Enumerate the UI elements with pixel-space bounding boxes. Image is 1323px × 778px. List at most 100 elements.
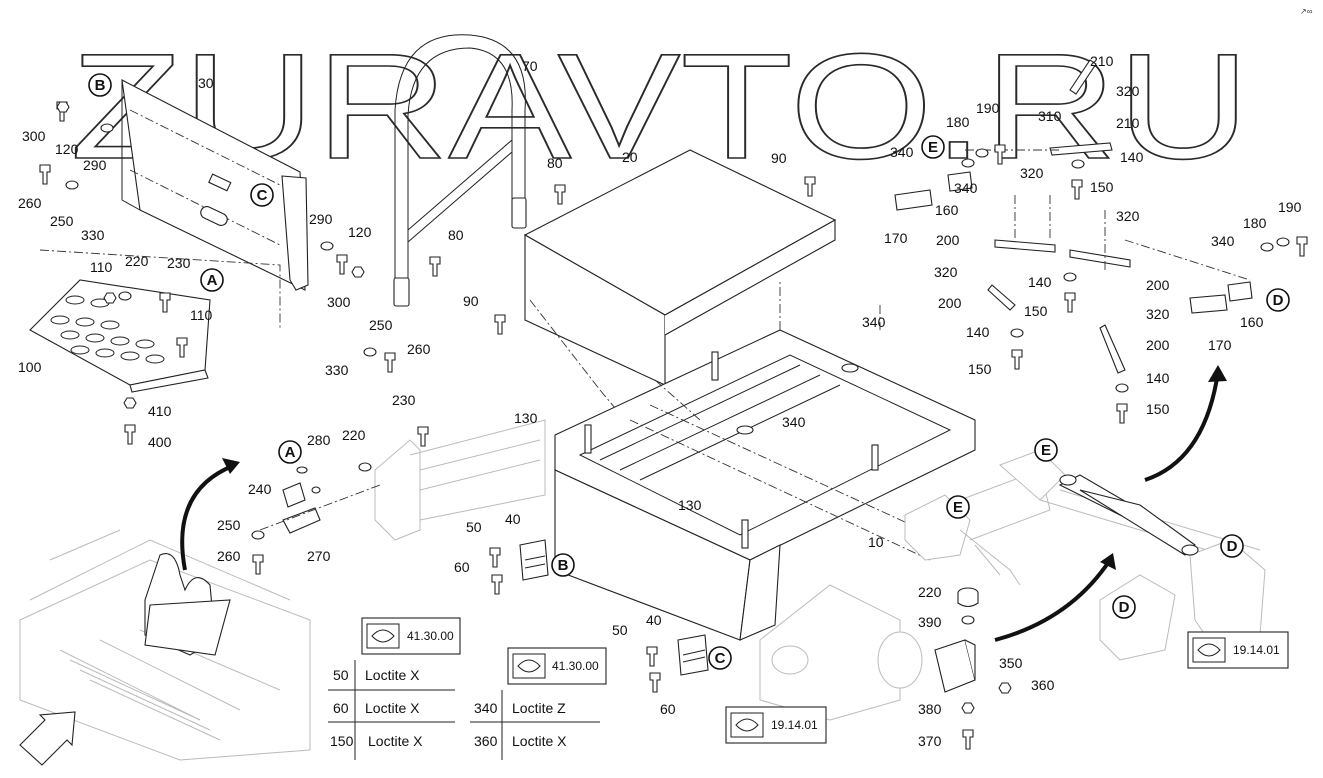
callout-140a: 140: [1120, 149, 1144, 165]
washer-icon: [251, 530, 265, 540]
callout-150c: 150: [968, 361, 992, 377]
callout-120a: 120: [55, 141, 79, 157]
reference-box-1[interactable]: 41.30.00: [361, 617, 461, 655]
callout-390: 390: [918, 614, 942, 630]
bolt-icon: [646, 646, 658, 667]
marker-letter: D: [1273, 292, 1284, 309]
callout-320c: 320: [1116, 208, 1140, 224]
nut-icon: [351, 266, 365, 278]
arrowhead-d-icon: [1100, 553, 1116, 570]
callout-170a: 170: [884, 230, 908, 246]
marker-circle: [921, 135, 945, 159]
callout-240: 240: [248, 481, 272, 497]
washer-icon: [961, 158, 975, 168]
marker-letter: C: [257, 187, 268, 204]
callout-220c: 220: [918, 584, 942, 600]
callout-200b: 200: [1146, 277, 1170, 293]
marker-letter: A: [285, 444, 296, 461]
callout-40a: 40: [505, 511, 521, 527]
marker-circle: [278, 440, 302, 464]
bolt-icon: [649, 672, 661, 693]
callout-320d: 320: [934, 264, 958, 280]
table-cell-product: Loctite X: [365, 667, 420, 683]
ref-label: 41.30.00: [552, 659, 599, 673]
callout-210a: 210: [1090, 53, 1114, 69]
marker-e: E: [1034, 438, 1058, 462]
callout-140b: 140: [1028, 274, 1052, 290]
washer-icon: [358, 462, 372, 472]
callout-410: 410: [148, 403, 172, 419]
reference-box-2[interactable]: 41.30.00: [507, 647, 607, 685]
washer-icon: [1276, 237, 1290, 247]
callout-200c: 200: [938, 295, 962, 311]
callout-370: 370: [918, 733, 942, 749]
bolt-icon: [962, 729, 974, 750]
side-panel-30: [121, 79, 309, 291]
marker-e: E: [946, 495, 970, 519]
washer-icon: [1260, 242, 1274, 252]
callout-350: 350: [999, 655, 1023, 671]
ref-label: 19.14.01: [1233, 643, 1280, 657]
table-cell-product: Loctite X: [368, 733, 423, 749]
callout-140c: 140: [966, 324, 990, 340]
callout-340b: 340: [782, 414, 806, 430]
bolt-icon: [429, 256, 441, 277]
top-cover-20: [523, 149, 837, 421]
marker-circle: [250, 183, 274, 207]
marker-d: D: [1220, 534, 1244, 558]
arrowhead-a-icon: [222, 458, 240, 474]
callout-60b: 60: [660, 701, 676, 717]
eye-icon: [371, 629, 395, 643]
callout-320b: 320: [1020, 165, 1044, 181]
callout-340e: 340: [1211, 233, 1235, 249]
callout-80b: 80: [448, 227, 464, 243]
callout-150d: 150: [1146, 401, 1170, 417]
marker-letter: C: [715, 650, 726, 667]
washer-icon: [100, 123, 114, 133]
callout-90a: 90: [771, 150, 787, 166]
callout-180b: 180: [1243, 215, 1267, 231]
arrow-up-icon: [1144, 371, 1220, 482]
reference-box-4[interactable]: 19.14.01: [1187, 631, 1289, 669]
callout-330a: 330: [81, 227, 105, 243]
callout-60a: 60: [454, 559, 470, 575]
marker-b: B: [88, 73, 112, 97]
marker-letter: E: [928, 139, 938, 156]
reference-box-3[interactable]: 19.14.01: [725, 706, 827, 744]
callout-250c: 250: [217, 517, 241, 533]
callout-250b: 250: [369, 317, 393, 333]
callout-170b: 170: [1208, 337, 1232, 353]
bolt-icon: [994, 144, 1006, 165]
bolt-icon: [1116, 403, 1128, 424]
callout-230b: 230: [392, 392, 416, 408]
marker-circle: [88, 73, 112, 97]
callout-330b: 330: [325, 362, 349, 378]
callout-320a: 320: [1116, 83, 1140, 99]
callout-290b: 290: [309, 211, 333, 227]
callout-200d: 200: [1146, 337, 1170, 353]
callout-300b: 300: [327, 294, 351, 310]
callout-290a: 290: [83, 157, 107, 173]
callout-80a: 80: [547, 155, 563, 171]
washer-icon: [320, 241, 334, 251]
bolt-icon: [804, 176, 816, 197]
callout-50b: 50: [612, 622, 628, 638]
table-cell-num: 340: [474, 700, 498, 716]
nut-icon: [103, 292, 117, 304]
callout-160b: 160: [1240, 314, 1264, 330]
bracket-40-b: [519, 539, 549, 581]
marker-circle: [1034, 438, 1058, 462]
arrow-to-d-icon: [994, 558, 1112, 642]
marker-circle: [200, 268, 224, 292]
eye-icon: [1197, 643, 1221, 657]
bolt-icon: [252, 554, 264, 575]
marker-circle: [1112, 595, 1136, 619]
callout-260b: 260: [407, 341, 431, 357]
washer-icon: [961, 615, 975, 625]
bracket-40-c: [677, 634, 709, 676]
bolt-icon: [1011, 349, 1023, 370]
callout-250a: 250: [50, 213, 74, 229]
callout-200a: 200: [936, 232, 960, 248]
washer-icon: [1010, 328, 1024, 338]
